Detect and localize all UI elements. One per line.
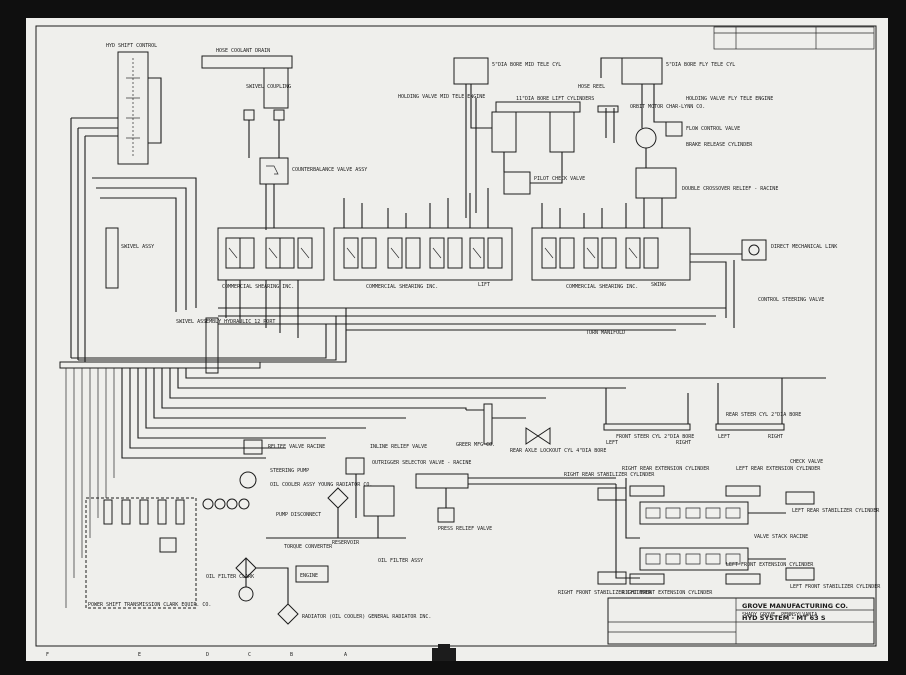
inline-relief-label: INLINE RELIEF VALVE <box>370 444 427 450</box>
sheet-border <box>35 25 877 647</box>
border-letter-c: C <box>248 652 251 658</box>
outrigger-valve-stacks: VALVE STACK RACINE CHECK VALVE <box>615 459 823 579</box>
oil-filter-assy-label: OIL FILTER ASSY <box>378 558 423 564</box>
valve-bank-left: COMMERCIAL SHEARING INC. <box>217 227 325 338</box>
ext-right-front-label: RIGHT FRONT EXTENSION CYLINDER <box>622 590 713 596</box>
press-relief-label: PRESS RELIEF VALVE <box>438 526 492 532</box>
stab-right-rear-label: RIGHT REAR STABILIZER CYLINDER <box>564 472 655 478</box>
rear-axle-label: REAR AXLE LOCKOUT CYL 4"DIA BORE <box>510 448 606 454</box>
border-letter-f: F <box>46 652 49 658</box>
relief-valve-label: RELIEF VALVE RACINE <box>268 444 325 450</box>
steer-cylinders: FRONT STEER CYL 2"DIA BORE LEFT RIGHT RE… <box>603 377 826 446</box>
rear-right-label: RIGHT <box>768 434 783 440</box>
pump-area: RELIEF VALVE RACINE STEERING PUMP OIL CO… <box>202 439 372 550</box>
outrigger-selector: INLINE RELIEF VALVE OUTRIGGER SELECTOR V… <box>345 444 616 532</box>
lift-cyl-label: 11"DIA BORE LIFT CYLINDERS <box>516 96 594 102</box>
drawing-title: HYD SYSTEM - MT 63 S <box>742 614 826 622</box>
front-right-label: RIGHT <box>676 440 691 446</box>
hose-reel-label: HOSE REEL <box>578 84 605 90</box>
brake-release-label: BRAKE RELEASE CYLINDER <box>686 142 753 148</box>
ext-left-rear-label: LEFT REAR EXTENSION CYLINDER <box>736 466 821 472</box>
left-bus-lines <box>70 77 197 362</box>
stab-left-front-label: LEFT FRONT STABILIZER CYLINDER <box>790 584 881 590</box>
front-steer-label: FRONT STEER CYL 2"DIA BORE <box>616 434 694 440</box>
pilot-check-label: PILOT CHECK VALVE <box>534 176 585 182</box>
check-valve-label: CHECK VALVE <box>790 459 823 465</box>
valve-bank-right: COMMERCIAL SHEARING INC. SWING <box>531 198 691 290</box>
reservoir-filter: RESERVOIR OIL FILTER ASSY <box>327 485 423 564</box>
direct-link-label: DIRECT MECHANICAL LINK <box>771 244 837 250</box>
hydraulic-schematic: HYD SHIFT CONTROL SWIVEL ASSY SWIVEL ASS… <box>35 25 881 661</box>
holding-valve-mid-label: HOLDING VALVE MID TELE ENGINE <box>398 94 485 100</box>
lift-label: LIFT <box>478 282 490 288</box>
flow-control-label: FLOW CONTROL VALVE <box>686 126 740 132</box>
reservoir-label: RESERVOIR <box>332 540 360 546</box>
rotary-coupling-label: SWIVEL COUPLING <box>246 84 291 90</box>
hose-reel: HOSE REEL <box>578 57 626 143</box>
hose-coolant-label: HOSE COOLANT DRAIN <box>216 48 270 54</box>
valve-mid-label: COMMERCIAL SHEARING INC. <box>366 284 438 290</box>
shift-control: HYD SHIFT CONTROL <box>106 43 157 165</box>
company-name: GROVE MANUFACTURING CO. <box>742 602 848 610</box>
engine-filter: OIL FILTER CLARK ENGINE RADIATOR (OIL CO… <box>206 557 431 625</box>
manifold-header <box>59 361 786 608</box>
title-block: GROVE MANUFACTURING CO. SHADY GROVE, PEN… <box>607 597 875 645</box>
valve-bank-middle: COMMERCIAL SHEARING INC. LIFT <box>333 188 513 290</box>
ext-left-front-label: LEFT FRONT EXTENSION CYLINDER <box>726 562 814 568</box>
outrigger-selector-label: OUTRIGGER SELECTOR VALVE - RACINE <box>372 460 471 466</box>
stab-left-rear-label: LEFT REAR STABILIZER CYLINDER <box>792 508 880 514</box>
stab-right-front-label: RIGHT FRONT STABILIZER CYLINDER <box>558 590 652 596</box>
counterbalance-label: COUNTERBALANCE VALVE ASSY <box>292 167 367 173</box>
steering-valve-label: CONTROL STEERING VALVE <box>758 297 824 303</box>
turn-manifold-label: TURN MANIFOLD <box>586 330 625 336</box>
swivel-assy: SWIVEL ASSY SWIVEL ASSEMBLY HYDRAULIC 12… <box>105 227 275 374</box>
torque-converter-label: TORQUE CONVERTER <box>284 544 333 550</box>
holding-valve-fly-label: HOLDING VALVE FLY TELE ENGINE <box>686 96 773 102</box>
double-crossover-label: DOUBLE CROSSOVER RELIEF - RACINE <box>682 186 778 192</box>
fly-tele-cylinder: 5"DIA BORE FLY TELE CYL HOLDING VALVE FL… <box>621 57 778 228</box>
front-outrigger-cylinders: RIGHT FRONT STABILIZER CYLINDER RIGHT FR… <box>558 562 881 596</box>
oil-cooler-label: OIL COOLER ASSY YOUNG RADIATOR CO. <box>270 482 372 488</box>
swing-label: SWING <box>651 282 666 288</box>
valve-right-label: COMMERCIAL SHEARING INC. <box>566 284 638 290</box>
counterbalance-valve: COUNTERBALANCE VALVE ASSY <box>259 157 367 230</box>
company-location: SHADY GROVE, PENNSYLVANIA <box>742 612 817 618</box>
rear-axle-lockout: GREER MFG CO. REAR AXLE LOCKOUT CYL 4"DI… <box>456 403 606 454</box>
telescope-lift-cylinders: HOLDING VALVE MID TELE ENGINE 5"DIA BORE… <box>398 57 594 218</box>
power-shift-transmission: POWER SHIFT TRANSMISSION CLARK EQUIP. CO… <box>85 497 211 609</box>
rear-steer-label: REAR STEER CYL 2"DIA BORE <box>726 412 801 418</box>
oil-filter-clark-label: OIL FILTER CLARK <box>206 574 254 580</box>
mid-tele-cyl-label: 5"DIA BORE MID TELE CYL <box>492 62 561 68</box>
front-left-label: LEFT <box>606 440 618 446</box>
binder-clip <box>432 644 456 661</box>
orbit-motor-label: ORBIT MOTOR CHAR-LYNN CO. <box>630 104 705 110</box>
rear-outrigger-cylinders: RIGHT REAR STABILIZER CYLINDER RIGHT REA… <box>564 466 880 514</box>
border-letter-b: B <box>290 652 293 658</box>
engine-label: ENGINE <box>300 573 318 579</box>
turn-manifold-lines: TURN MANIFOLD <box>71 307 726 363</box>
fly-tele-cyl-label: 5"DIA BORE FLY TELE CYL <box>666 62 735 68</box>
valve-left-label: COMMERCIAL SHEARING INC. <box>222 284 294 290</box>
border-letter-a: A <box>344 652 347 658</box>
valve-stack-label: VALVE STACK RACINE <box>754 534 808 540</box>
steering-pump-label: STEERING PUMP <box>270 468 309 474</box>
border-letter-d: D <box>206 652 209 658</box>
swivel-assy-label: SWIVEL ASSY <box>121 244 154 250</box>
steering-control: DIRECT MECHANICAL LINK CONTROL STEERING … <box>690 239 837 328</box>
coolant-hose-assembly: HOSE COOLANT DRAIN SWIVEL COUPLING <box>201 48 293 158</box>
shift-control-label: HYD SHIFT CONTROL <box>106 43 157 49</box>
border-letter-e: E <box>138 652 141 658</box>
radiator-label: RADIATOR (OIL COOLER) GENERAL RADIATOR I… <box>302 614 431 620</box>
power-shift-label: POWER SHIFT TRANSMISSION CLARK EQUIP. CO… <box>88 602 211 608</box>
ext-right-rear-label: RIGHT REAR EXTENSION CYLINDER <box>622 466 710 472</box>
swivel-assembly-label: SWIVEL ASSEMBLY HYDRAULIC 12 PORT <box>176 319 275 325</box>
drawing-sheet: HYD SHIFT CONTROL SWIVEL ASSY SWIVEL ASS… <box>26 18 888 661</box>
pump-disconnect-label: PUMP DISCONNECT <box>276 512 321 518</box>
rear-left-label: LEFT <box>718 434 730 440</box>
revision-block <box>713 26 875 50</box>
border-letters: F E D C B A <box>46 652 347 658</box>
greer-label: GREER MFG CO. <box>456 442 495 448</box>
